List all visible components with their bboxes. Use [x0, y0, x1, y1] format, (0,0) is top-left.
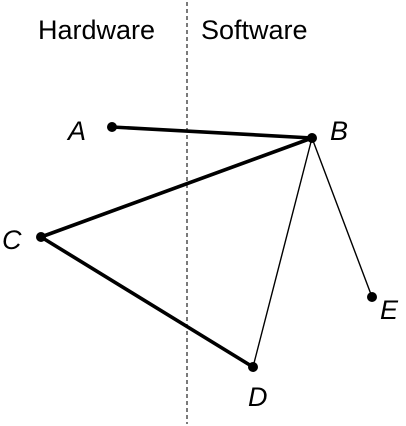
hardware-label: Hardware: [38, 15, 155, 45]
software-label: Software: [201, 15, 308, 45]
edge-b-c: [39, 136, 314, 239]
node-b-label: B: [330, 116, 348, 146]
node-a-dot: [107, 122, 117, 132]
edge-b-d: [252, 137, 313, 368]
node-a-label: A: [66, 116, 86, 146]
node-b-dot: [307, 133, 317, 143]
edge-b-e: [311, 137, 373, 298]
node-d-dot: [248, 362, 258, 372]
edge-c-d: [39, 235, 255, 369]
node-e-label: E: [380, 295, 399, 325]
edge-a-b: [110, 125, 314, 140]
node-c-label: C: [2, 225, 22, 255]
node-e-dot: [367, 292, 377, 302]
node-d-label: D: [248, 382, 268, 412]
node-c-dot: [36, 232, 46, 242]
